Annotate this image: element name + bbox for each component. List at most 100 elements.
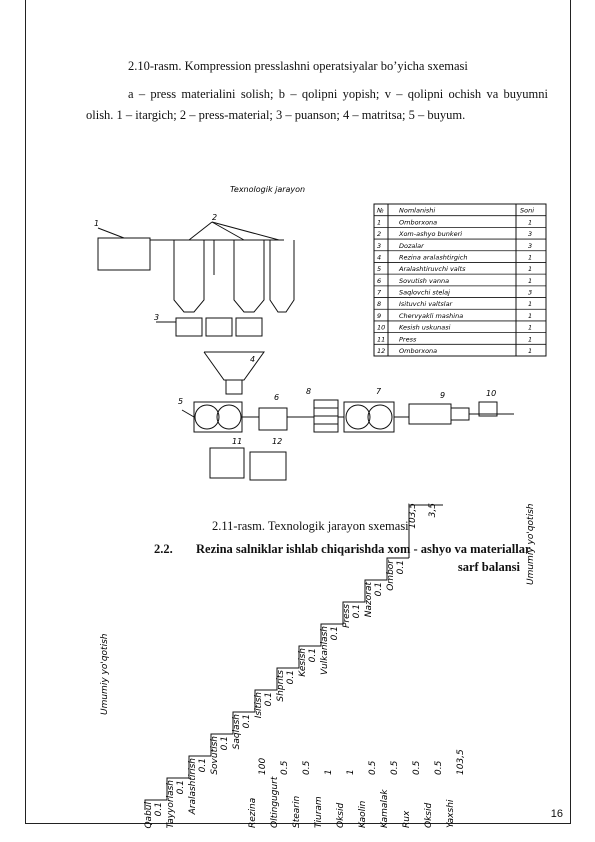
right-axis-label: Umumiy yo'qotish [526, 503, 536, 585]
table-cell: 4 [377, 253, 381, 261]
figure-caption-2-10: 2.10-rasm. Kompression presslashni opera… [128, 59, 468, 73]
table-cell: 1 [528, 324, 532, 332]
stair-step-value: 0.1 [374, 582, 384, 596]
diagram-label-3: 3 [154, 313, 159, 322]
section-number: 2.2. [154, 542, 173, 556]
table-cell: 1 [528, 312, 532, 320]
section-title-line1: Rezina salniklar ishlab chiqarishda xom … [196, 542, 531, 556]
diagram-label-12: 12 [272, 437, 282, 446]
figure-legend-paragraph: a – press materialini solish; b – qolipn… [86, 87, 548, 122]
stair-step-value: 0.1 [286, 670, 296, 684]
table-cell: 10 [377, 324, 385, 332]
table-cell: Kesish uskunasi [399, 324, 451, 332]
table-header-cell: № [376, 207, 384, 215]
stair-step-value: 0.1 [198, 758, 208, 772]
diagram-label-1: 1 [94, 219, 99, 228]
stair-step-value: 0.1 [176, 780, 186, 794]
stair-step-label: Press [342, 604, 352, 628]
table-cell: 1 [377, 218, 381, 226]
stair-step-label: Ombor [386, 559, 396, 591]
bottom-value: 0.5 [368, 760, 378, 775]
diagram-label-7: 7 [376, 387, 382, 396]
bottom-entry: Oksid [424, 803, 434, 828]
diagram-label-8: 8 [306, 387, 311, 396]
stair-step-value: 0.1 [264, 692, 274, 706]
bottom-entry: Yaxshi [446, 799, 456, 828]
bottom-entry: Kamalak [380, 789, 390, 828]
table-cell: Omborxona [399, 347, 437, 355]
diagram-label-6: 6 [274, 393, 279, 402]
stair-step-label: Shprits [276, 670, 286, 702]
table-cell: 7 [377, 289, 382, 297]
table-cell: Saqlovchi stelaj [399, 289, 450, 297]
table-cell: 8 [377, 300, 381, 308]
table-cell: 1 [528, 277, 532, 285]
stair-step-value: 0.1 [242, 714, 252, 728]
table-cell: Chervyakli mashina [399, 312, 463, 320]
table-cell: 12 [377, 347, 385, 355]
bottom-entry: Stearin [292, 796, 302, 828]
table-cell: 9 [377, 312, 381, 320]
table-cell: Aralashtiruvchi valts [398, 265, 466, 273]
table-cell: 3 [528, 230, 532, 238]
bottom-value: 0.5 [390, 760, 400, 775]
stair-step-label: Nazorat [364, 582, 374, 618]
bottom-entry: Rezina [248, 798, 258, 828]
diagram-label-5: 5 [178, 397, 183, 406]
table-cell: 6 [377, 277, 381, 285]
bottom-entry: Tiuram [314, 796, 324, 828]
table-cell: 1 [528, 335, 532, 343]
left-axis-label: Umumiy yo'qotish [100, 633, 110, 715]
table-cell: Press [399, 335, 417, 343]
section-heading: 2.2. Rezina salniklar ishlab chiqarishda … [154, 540, 550, 576]
table-cell: 3 [528, 289, 532, 297]
bottom-value: 0.5 [412, 760, 422, 775]
bottom-entry: Oksid [336, 803, 346, 828]
table-cell: 1 [528, 265, 532, 273]
stair-step-value: 0.1 [352, 604, 362, 618]
table-cell: 2 [377, 230, 381, 238]
stair-step-label: Sovutish [210, 736, 220, 775]
bottom-value: 0.5 [280, 760, 290, 775]
table-cell: 3 [377, 242, 381, 250]
section-title-line2: sarf balansi [457, 560, 520, 574]
table-header-cell: Nomlanishi [399, 207, 435, 215]
bottom-value: 1 [324, 769, 334, 775]
stair-step-label: Kesish [298, 648, 308, 677]
diagram-label-2: 2 [212, 213, 217, 222]
stair-step-label: Saqlash [232, 714, 242, 750]
stair-line [144, 557, 409, 810]
table-cell: 1 [528, 347, 532, 355]
diagram-label-9: 9 [440, 391, 445, 400]
table-cell: 1 [528, 300, 532, 308]
table-cell: Xom-ashyo bunkeri [398, 230, 462, 238]
bottom-entry: Oltingugurt [270, 776, 280, 828]
diagram-label-10: 10 [486, 389, 496, 398]
table-cell: 3 [528, 242, 532, 250]
table-cell: Rezina aralashtirgich [399, 253, 468, 261]
process-flow-diagram: Texnologik jarayon 1 2 3 4 5 6 8 7 9 10 … [94, 185, 547, 481]
page-frame [25, 0, 571, 824]
diagram-title: Texnologik jarayon [230, 185, 305, 194]
page-number: 16 [550, 808, 563, 820]
stair-step-label: Qabul [144, 802, 154, 829]
table-cell: Omborxona [399, 218, 437, 226]
bottom-value: 103,5 [456, 749, 466, 775]
stair-step-value: 0.1 [308, 648, 318, 662]
stair-step-value: 0.1 [330, 626, 340, 640]
bottom-entry: Rux [402, 810, 412, 828]
bottom-value: 0.5 [302, 760, 312, 775]
table-cell: Isituvchi valtslar [399, 300, 454, 308]
stair-step-value: 0.1 [396, 560, 406, 574]
bottom-value: 1 [346, 769, 356, 775]
stair-step-label: Aralashtirish [188, 758, 198, 816]
top-value: 3,5 [428, 503, 438, 518]
bottom-entry: Kaolin [358, 800, 368, 828]
bottom-value: 100 [258, 758, 268, 775]
stair-step-label: Vulkanlash [320, 626, 330, 675]
table-cell: 1 [528, 253, 532, 261]
figure-caption-2-11: 2.11-rasm. Texnologik jarayon sxemasi [212, 519, 409, 533]
table-cell: Dozalar [399, 242, 425, 250]
